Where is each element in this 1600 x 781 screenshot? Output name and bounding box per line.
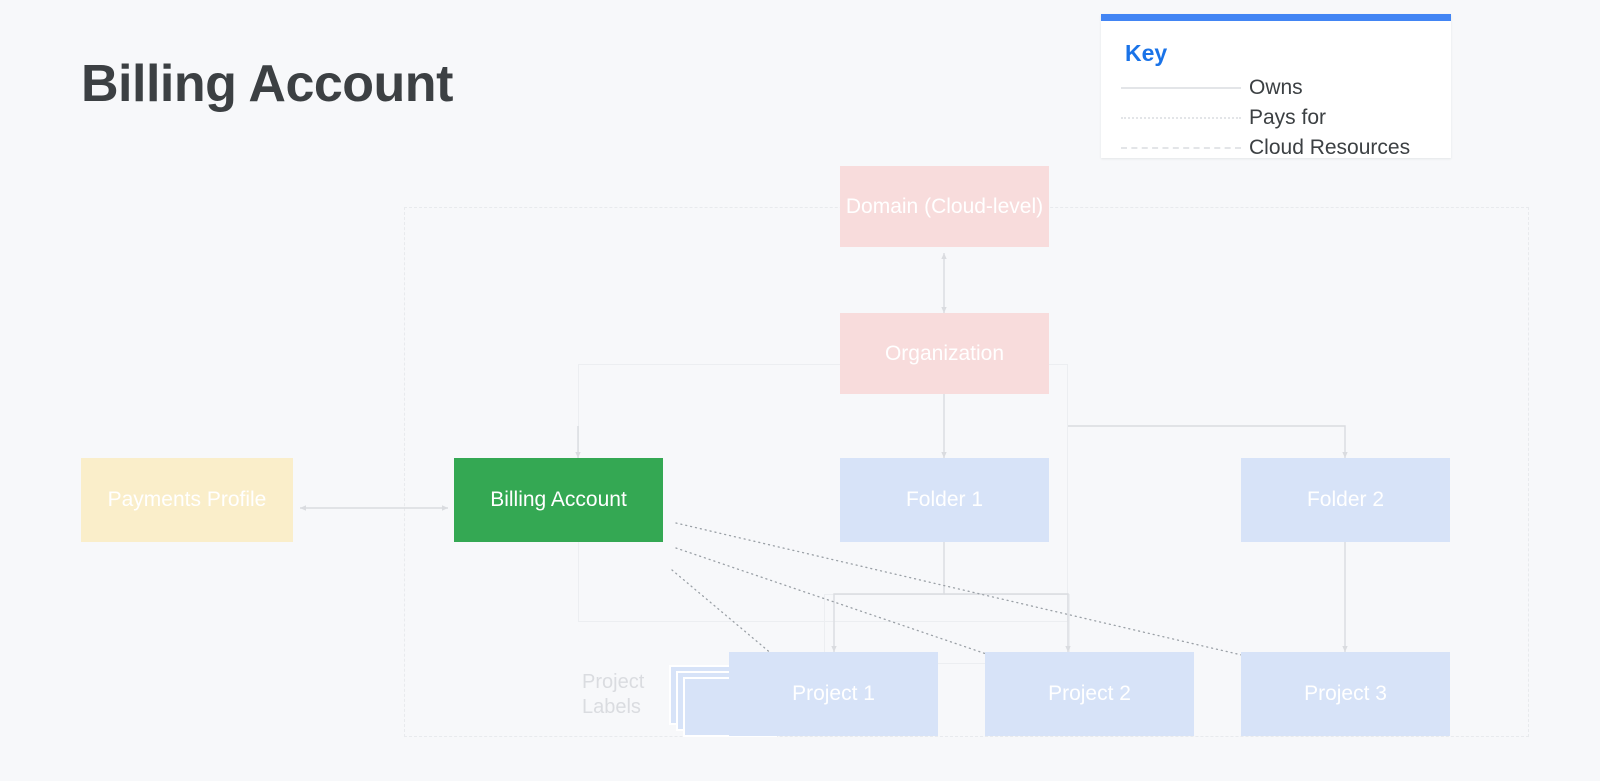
node-folder-2-label: Folder 2 <box>1306 488 1385 512</box>
page-title: Billing Account <box>81 55 453 113</box>
key-label-pays-for: Pays for <box>1249 106 1327 129</box>
node-organization[interactable]: Organization <box>840 313 1049 394</box>
node-project-1-label: Project 1 <box>792 682 875 706</box>
node-folder-2[interactable]: Folder 2 <box>1241 458 1450 542</box>
project-labels-caption-line-1: Project <box>582 671 645 693</box>
node-project-2-label: Project 2 <box>1048 682 1131 706</box>
node-folder-1-label: Folder 1 <box>905 488 984 512</box>
project-labels-caption: Project Labels <box>582 670 662 720</box>
key-rows: Owns Pays for Cloud Resources <box>1121 73 1451 163</box>
node-payments-profile-label: Payments Profile <box>107 488 267 512</box>
key-line-dotted-icon <box>1121 117 1241 119</box>
node-project-1[interactable]: Project 1 <box>729 652 938 736</box>
node-domain[interactable]: Domain (Cloud-level) <box>840 166 1049 247</box>
key-row-owns: Owns <box>1121 73 1451 103</box>
key-legend-card: Key Owns Pays for Cloud Resources <box>1101 14 1451 159</box>
node-project-3-label: Project 3 <box>1304 682 1387 706</box>
node-project-2[interactable]: Project 2 <box>985 652 1194 736</box>
key-row-cloud-resources: Cloud Resources <box>1121 133 1451 163</box>
key-line-dashed-icon <box>1121 147 1241 149</box>
node-domain-label: Domain (Cloud-level) <box>845 194 1044 218</box>
node-billing-account[interactable]: Billing Account <box>454 458 663 542</box>
project-labels-caption-line-2: Labels <box>582 696 641 718</box>
key-row-pays-for: Pays for <box>1121 103 1451 133</box>
node-project-3[interactable]: Project 3 <box>1241 652 1450 736</box>
key-title: Key <box>1125 40 1168 66</box>
node-payments-profile[interactable]: Payments Profile <box>81 458 293 542</box>
key-label-cloud-resources: Cloud Resources <box>1249 136 1411 159</box>
node-billing-account-label: Billing Account <box>490 488 627 512</box>
node-organization-label: Organization <box>884 341 1005 365</box>
node-folder-1[interactable]: Folder 1 <box>840 458 1049 542</box>
key-line-solid-icon <box>1121 87 1241 89</box>
key-label-owns: Owns <box>1249 76 1303 99</box>
